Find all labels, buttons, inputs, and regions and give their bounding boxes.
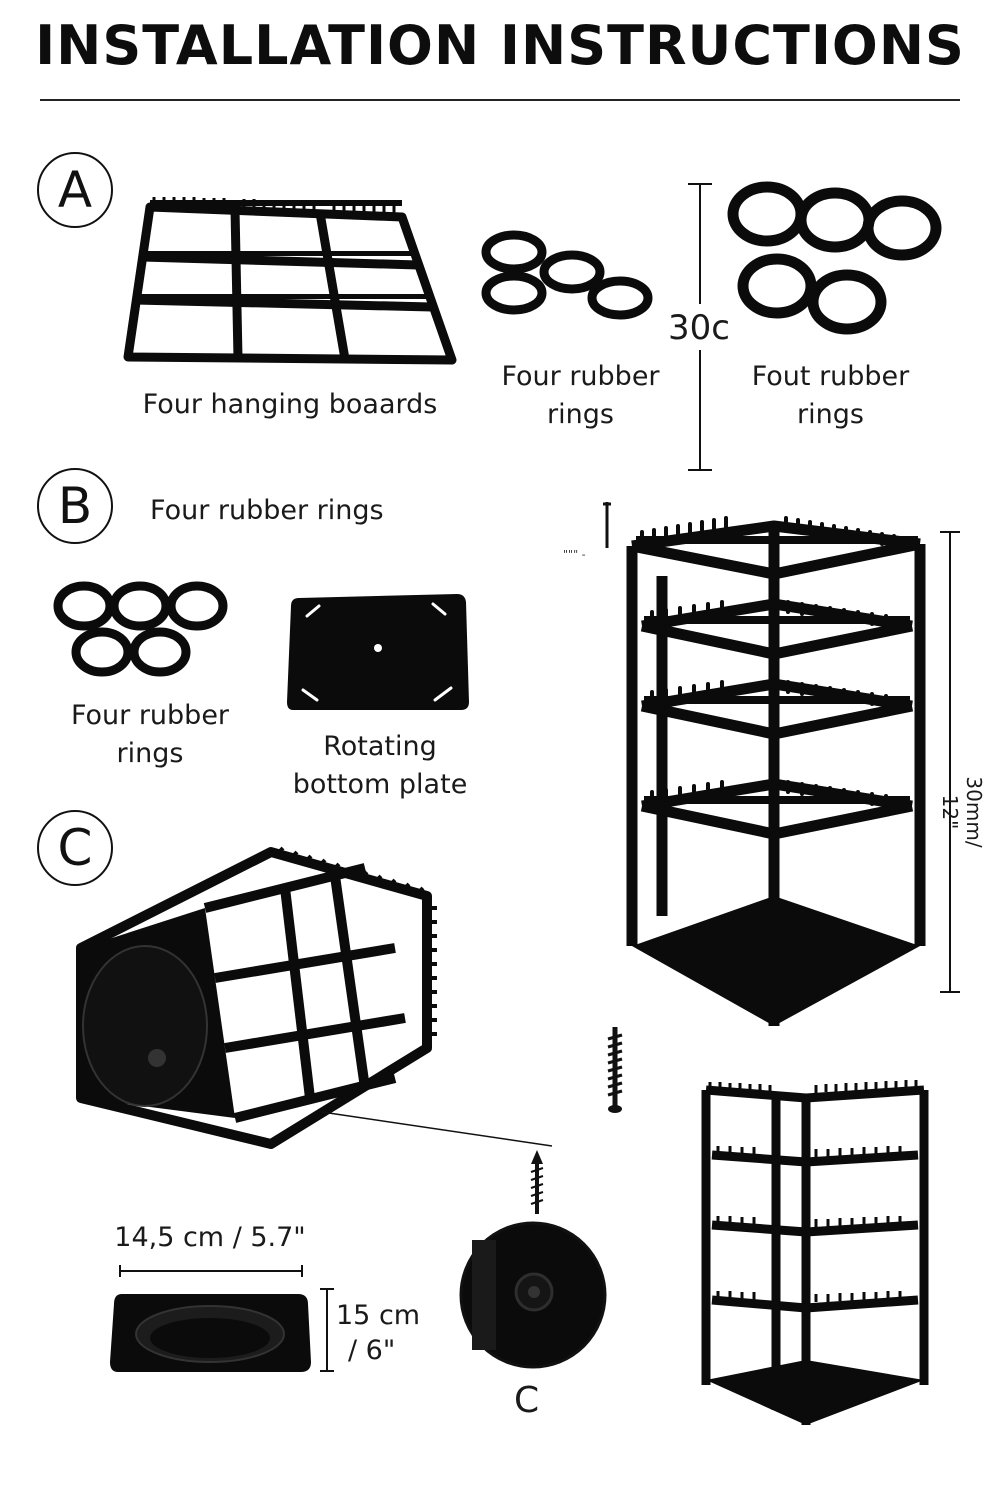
screw-icon: [607, 1027, 623, 1113]
boards-label: Four hanging boaards: [142, 389, 438, 420]
jewelry-tower-illustration: [626, 516, 926, 1026]
tower-assembly-side-illustration: [76, 846, 437, 1149]
rings-label-b: Four rubber rings: [50, 697, 250, 773]
rings-label-a2: Fout rubber rings: [728, 358, 933, 434]
step-a-badge: A: [37, 152, 113, 228]
rings-label-a2-line1: Fout rubber: [751, 361, 910, 392]
tower-height-dimension-line: [940, 531, 960, 993]
screw-small-icon: [603, 502, 611, 548]
plate-label-line1: Rotating: [323, 731, 437, 762]
detail-c-zoom-illustration: [459, 1221, 607, 1369]
section-b-heading: Four rubber rings: [150, 495, 384, 526]
base-width-dimension-line: [119, 1265, 303, 1277]
screw-tick-label: """ -: [563, 548, 586, 561]
step-b-badge: B: [37, 468, 113, 544]
rings-label-b-line1: Four rubber: [70, 700, 230, 731]
title-divider: [40, 99, 960, 101]
tower-height-label: 30mm/ 12": [938, 776, 986, 848]
rings-label-a2-line2: rings: [797, 398, 864, 430]
guide-line: [321, 1111, 553, 1214]
plate-label: Rotating bottom plate: [275, 728, 485, 804]
rings-label-b-line2: rings: [116, 737, 184, 769]
base-height-label-line2: / 6": [348, 1335, 396, 1367]
page-title: INSTALLATION INSTRUCTIONS: [35, 14, 965, 77]
rubber-rings-large-illustration: [727, 181, 942, 335]
base-width-label: 14,5 cm / 5.7": [114, 1222, 306, 1253]
detail-c-label: C: [514, 1380, 540, 1421]
base-height-dimension-line: [320, 1288, 334, 1372]
rings-label-a1: Four rubber rings: [478, 358, 683, 434]
assembled-tower-illustration: [701, 1080, 929, 1425]
rubber-rings-small-illustration: [481, 230, 653, 320]
base-plate-illustration: [110, 1294, 311, 1372]
rings-label-a1-line1: Four rubber: [501, 361, 660, 392]
rubber-rings-b-illustration: [53, 581, 228, 677]
base-height-label: 15 cm / 6": [336, 1298, 420, 1368]
rings-label-a1-line2: rings: [547, 398, 614, 430]
hanging-board-illustration: [123, 197, 457, 365]
plate-label-line2: bottom plate: [292, 768, 468, 800]
rotating-bottom-plate-illustration: [287, 594, 469, 710]
height-dimension-line: [688, 183, 712, 471]
height-label-a: 30c: [668, 308, 730, 348]
base-height-label-line1: 15 cm: [336, 1300, 421, 1331]
step-c-badge: C: [37, 810, 113, 886]
